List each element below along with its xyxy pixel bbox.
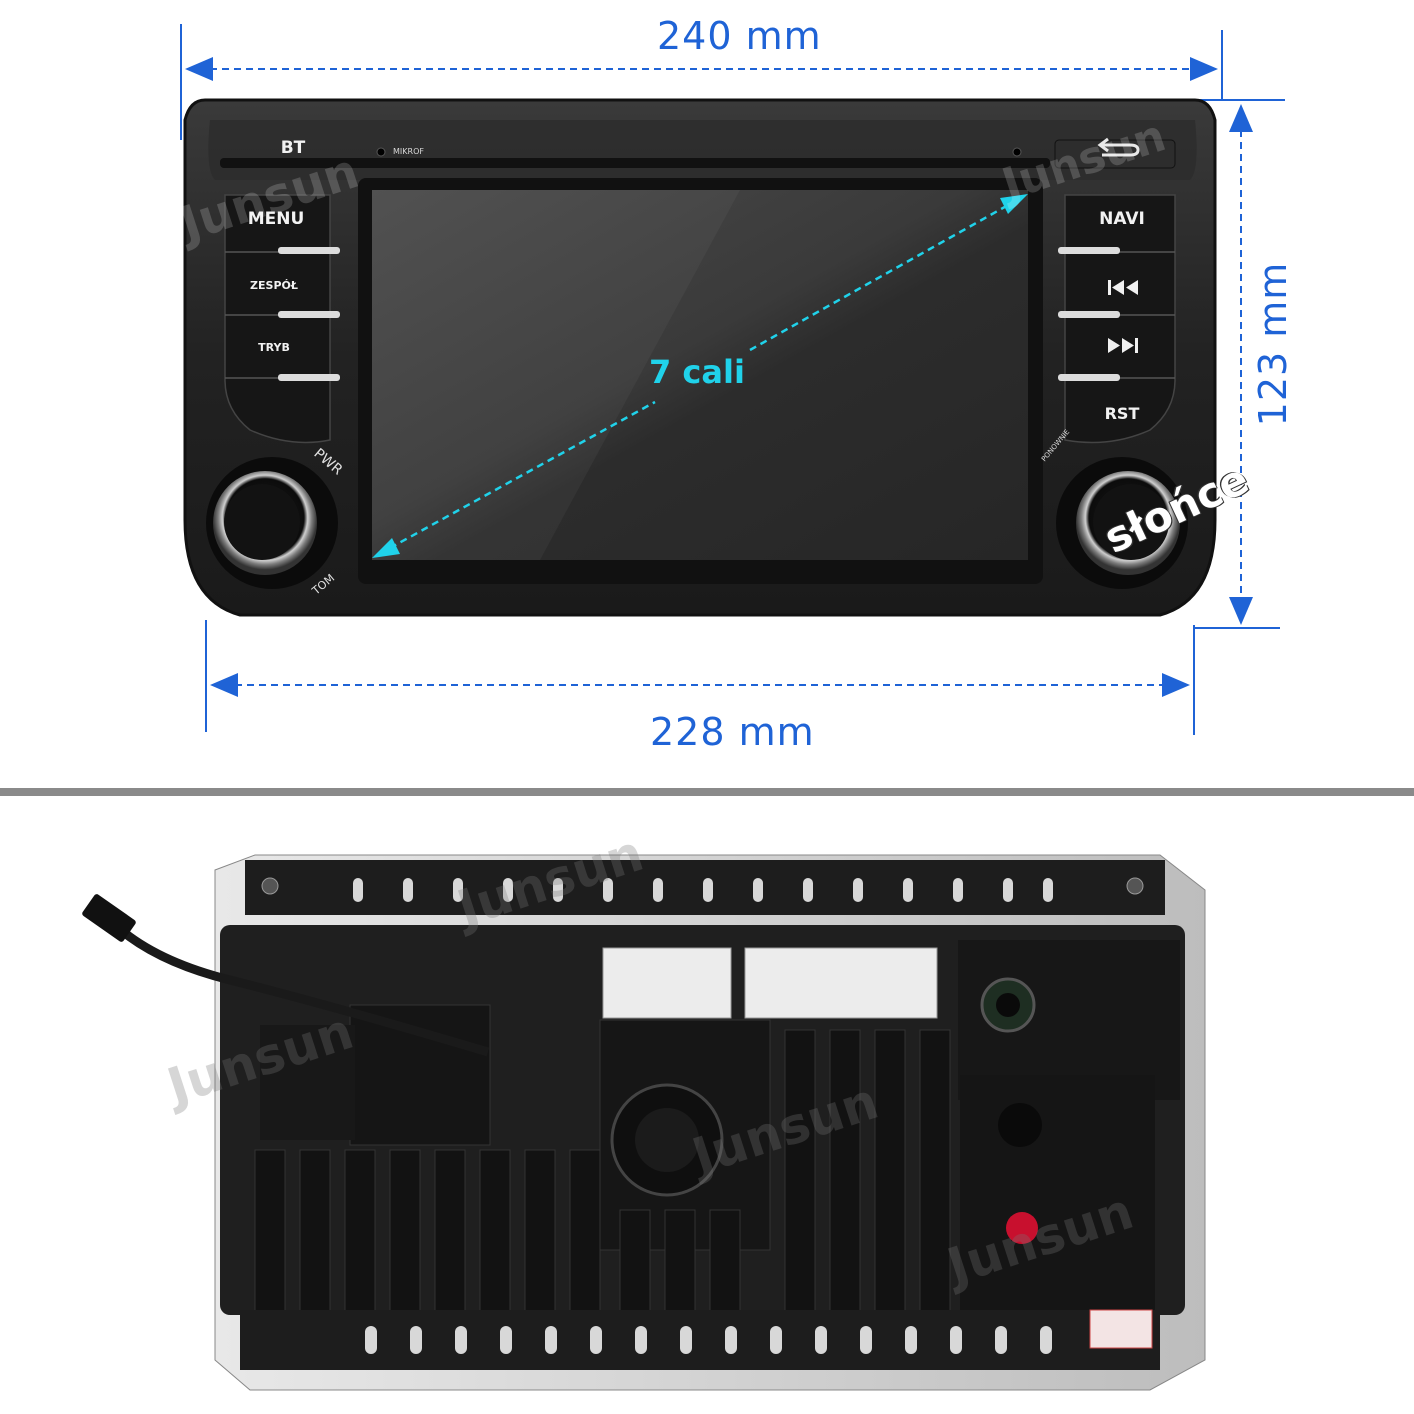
top-vent-slots: [353, 878, 1053, 902]
bt-button[interactable]: BT: [280, 138, 306, 158]
band-button[interactable]: ZESPÓŁ: [250, 279, 298, 292]
back-arrow-icon: [1097, 137, 1140, 157]
reset-button[interactable]: RST: [1104, 404, 1140, 423]
bottom-width-label: 228 mm: [650, 710, 815, 754]
rear-view: Junsun Junsun Junsun Junsun: [0, 800, 1414, 1414]
diagonal-arrow: [372, 194, 1028, 558]
skip-previous-icon: [1108, 280, 1138, 295]
height-label: 123 mm: [1251, 261, 1295, 427]
bottom-width-arrow: [210, 673, 1190, 697]
height-arrow: [1229, 104, 1253, 625]
red-port: [1006, 1212, 1038, 1244]
top-width-label: 240 mm: [657, 14, 822, 58]
warranty-sticker: [1089, 1309, 1153, 1349]
rear-view-graphic: [82, 854, 1206, 1391]
navi-button[interactable]: NAVI: [1099, 209, 1145, 229]
antenna-cable: [106, 916, 490, 1057]
mic-label: MIKROF: [393, 147, 424, 156]
diagonal-label: 7 cali: [649, 353, 745, 391]
bottom-vent-slots: [365, 1326, 1052, 1354]
front-view-graphic: [180, 24, 1285, 735]
top-width-arrow: [185, 57, 1218, 81]
menu-button[interactable]: MENU: [247, 209, 305, 229]
mode-button[interactable]: TRYB: [258, 341, 290, 354]
screen: [372, 190, 1028, 560]
vent-fins: [254, 1029, 951, 1321]
front-view: 240 mm 228 mm 123 mm 7 cali BT MIKROF ME…: [180, 14, 1295, 754]
divider: [0, 788, 1414, 796]
skip-next-icon: [1108, 338, 1138, 353]
